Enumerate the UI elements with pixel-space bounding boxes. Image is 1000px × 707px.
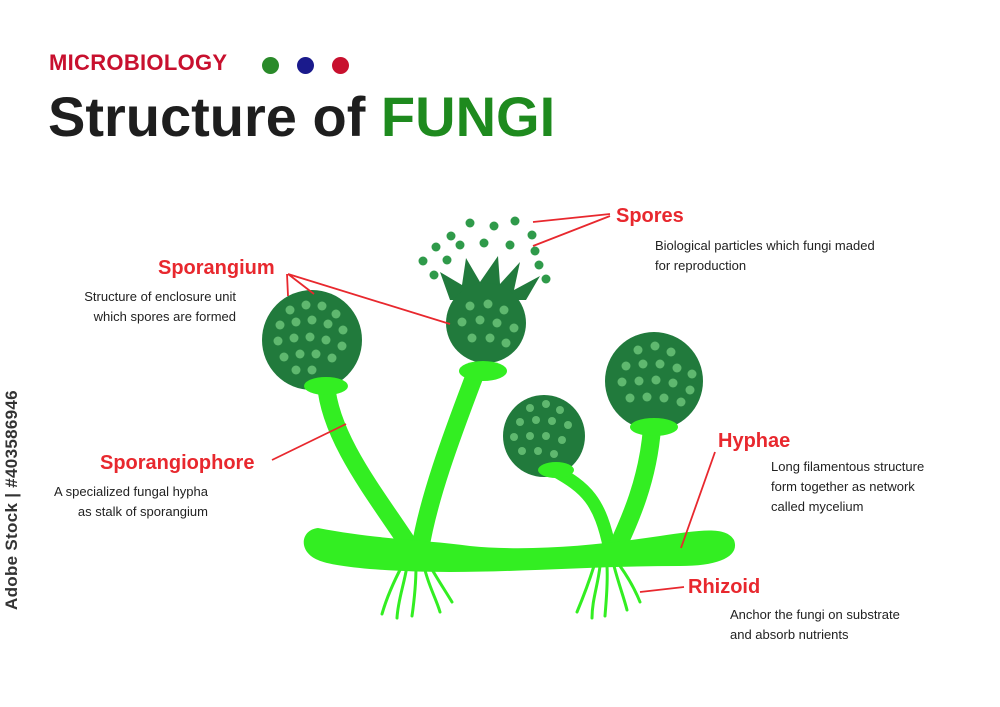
green-dot: [262, 57, 279, 74]
leader-lines: [271, 213, 716, 593]
desc-sporangium: Structure of enclosure unit which spores…: [84, 289, 236, 324]
desc-spores: Biological particles which fungi maded f…: [655, 238, 875, 273]
watermark-text: Adobe Stock | #403586946: [2, 390, 21, 610]
desc-hyphae: Long filamentous structure form together…: [771, 459, 925, 514]
label-spores: Spores: [616, 205, 684, 227]
label-hyphae: Hyphae: [718, 430, 791, 452]
hypha-body: [303, 528, 736, 572]
label-sporangium: Sporangium: [158, 257, 275, 279]
watermark: Adobe Stock | #403586946: [2, 390, 22, 610]
leader-spores: [532, 213, 611, 247]
desc-sporangiophore: A specialized fungal hypha as stalk of s…: [54, 484, 208, 519]
leader-sporangiophore: [271, 423, 347, 461]
spore-dots-internal: [273, 299, 697, 458]
decorative-dots: [262, 57, 349, 74]
sporangium-2: [440, 256, 540, 381]
label-sporangiophore: Sporangiophore: [100, 452, 255, 474]
rhizoid-left: [380, 564, 454, 620]
stalk-4: [607, 419, 661, 559]
stalk-3: [547, 463, 617, 557]
blue-dot: [297, 57, 314, 74]
label-rhizoid: Rhizoid: [688, 576, 761, 598]
subject-label: MICROBIOLOGY: [49, 50, 228, 75]
title-accent: FUNGI: [380, 85, 556, 148]
stalk-1: [317, 375, 421, 559]
released-spores: [418, 216, 551, 284]
sporangiophores: [317, 363, 661, 559]
title-main: Structure of: [48, 85, 366, 148]
red-dot: [332, 57, 349, 74]
stalk-2: [411, 363, 485, 559]
leader-sporangium: [286, 273, 451, 325]
desc-rhizoid: Anchor the fungi on substrate and absorb…: [730, 607, 900, 642]
leader-rhizoid: [639, 586, 685, 593]
page-title: Structure of FUNGI: [48, 84, 555, 149]
leader-hyphae: [680, 451, 716, 549]
rhizoid-right: [575, 564, 642, 620]
